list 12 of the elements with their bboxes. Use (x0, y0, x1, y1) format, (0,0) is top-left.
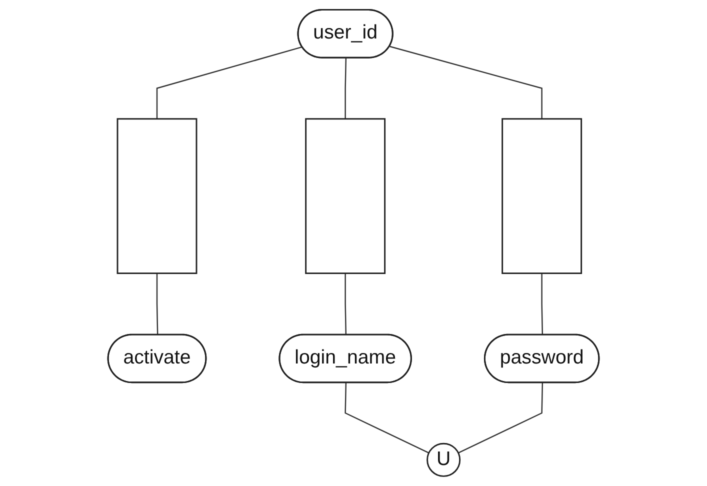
connector (390, 46, 542, 119)
node-box (116, 118, 198, 274)
connector (344, 382, 430, 454)
connector (344, 273, 347, 336)
node-box (502, 118, 582, 274)
node-circle: U (426, 442, 461, 477)
connector (156, 273, 158, 336)
connector (344, 58, 347, 119)
connector (541, 273, 544, 336)
connector (156, 46, 302, 119)
node-box (305, 118, 386, 274)
connector (458, 382, 544, 454)
